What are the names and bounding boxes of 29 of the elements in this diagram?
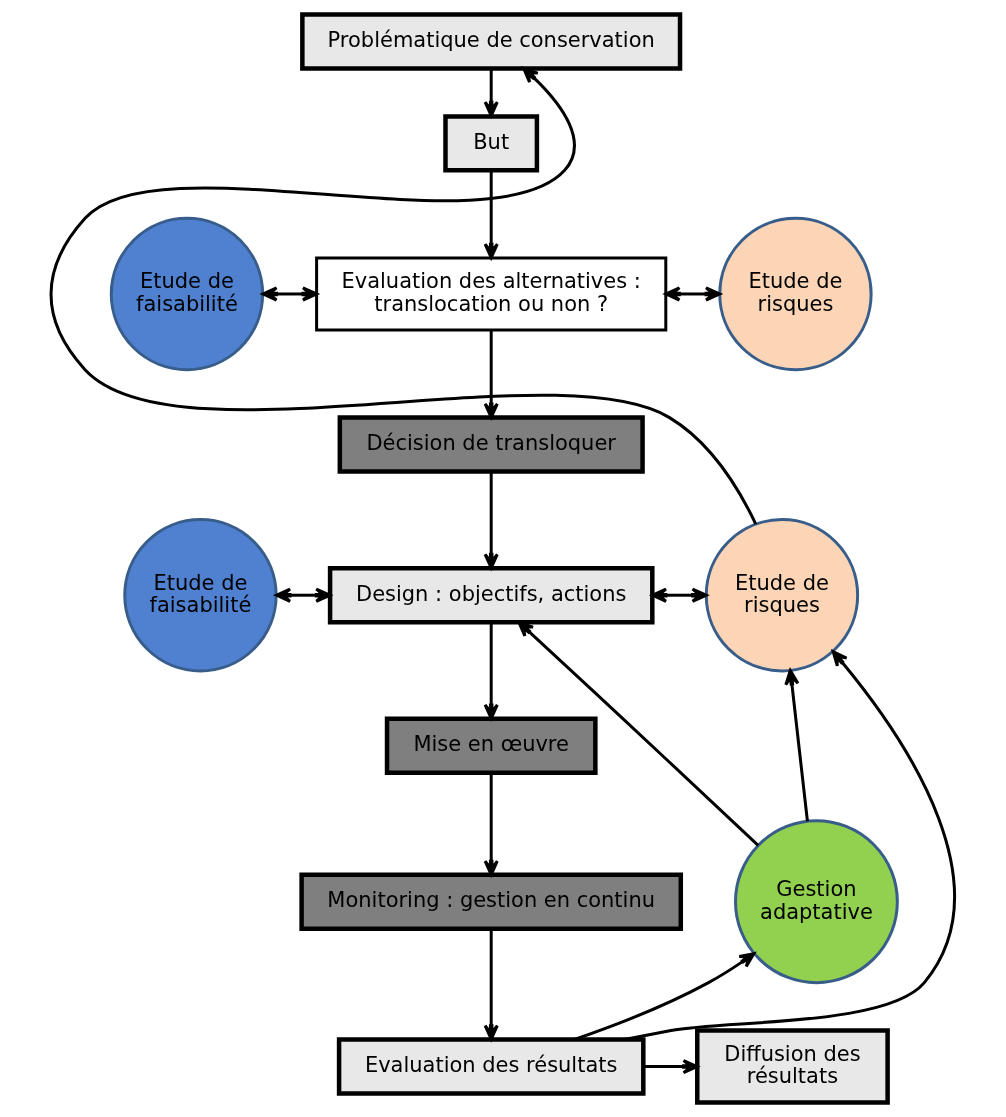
arrow [483, 330, 499, 419]
node-box: Diffusion des résultats [695, 1028, 890, 1105]
node-box: Design : objectifs, actions [327, 566, 655, 625]
arrow [650, 587, 708, 603]
arrow [261, 286, 318, 302]
arrow [784, 669, 809, 822]
arrow [664, 286, 722, 302]
arrow [483, 471, 499, 570]
node-box: Evaluation des alternatives : translocation ou non ? [315, 256, 668, 332]
node-circle: Etude de risques [704, 518, 860, 673]
arrow [574, 952, 756, 1041]
arrow [643, 1059, 699, 1075]
node-box: Problématique de conservation [300, 12, 683, 71]
node-box: But [443, 114, 540, 173]
node-box: Décision de transloquer [337, 415, 645, 474]
node-box: Mise en œuvre [384, 716, 598, 776]
node-circle: Etude de risques [718, 216, 873, 372]
arrow [275, 587, 332, 603]
arrow [483, 68, 499, 118]
arrow [483, 622, 499, 720]
arrow [483, 929, 499, 1041]
arrow [483, 773, 499, 877]
node-circle: Etude de faisabilité [109, 216, 265, 372]
node-circle: Etude de faisabilité [123, 518, 278, 673]
node-box: Evaluation des résultats [336, 1037, 646, 1096]
node-box: Monitoring : gestion en continu [299, 872, 684, 931]
arrow [624, 650, 956, 1041]
arrow [483, 170, 499, 260]
arrow [49, 66, 758, 525]
